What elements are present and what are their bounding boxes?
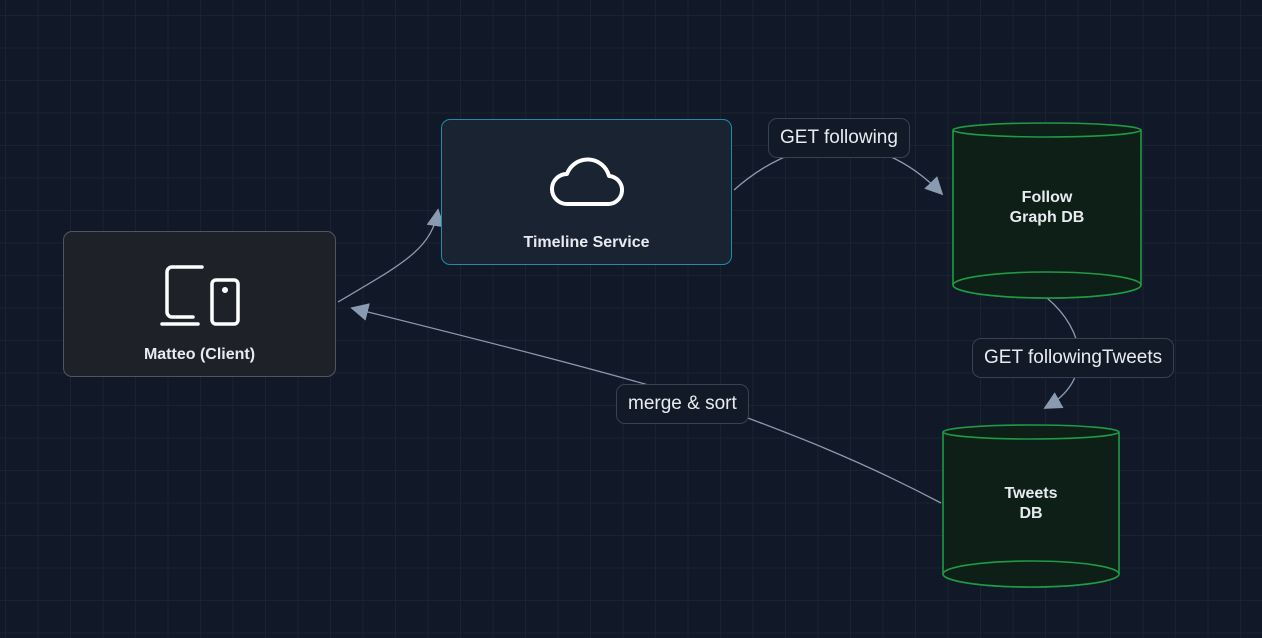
edge-label-merge-sort[interactable]: merge & sort: [616, 384, 749, 424]
timeline-service-label: Timeline Service: [523, 234, 650, 251]
follow-graph-db-label: Follow Graph DB: [1009, 189, 1085, 226]
tweets-db-label: Tweets DB: [1004, 485, 1058, 522]
edge-client-to-timeline[interactable]: [337, 208, 445, 303]
cloud-icon: [547, 154, 627, 213]
edge-label-get-following-tweets[interactable]: GET followingTweets: [972, 338, 1175, 378]
edge-label-get-following[interactable]: GET following: [768, 118, 910, 158]
cylinder-shape: [942, 424, 1120, 588]
follow-graph-db-node[interactable]: Follow Graph DB: [951, 117, 1143, 301]
cylinder-shape: [952, 122, 1142, 299]
devices-icon: [160, 262, 242, 333]
client-label: Matteo (Client): [143, 346, 256, 363]
tweets-db-node[interactable]: Tweets DB: [941, 418, 1121, 590]
timeline-service-node[interactable]: Timeline Service: [441, 119, 732, 265]
client-node[interactable]: Matteo (Client): [63, 231, 336, 377]
